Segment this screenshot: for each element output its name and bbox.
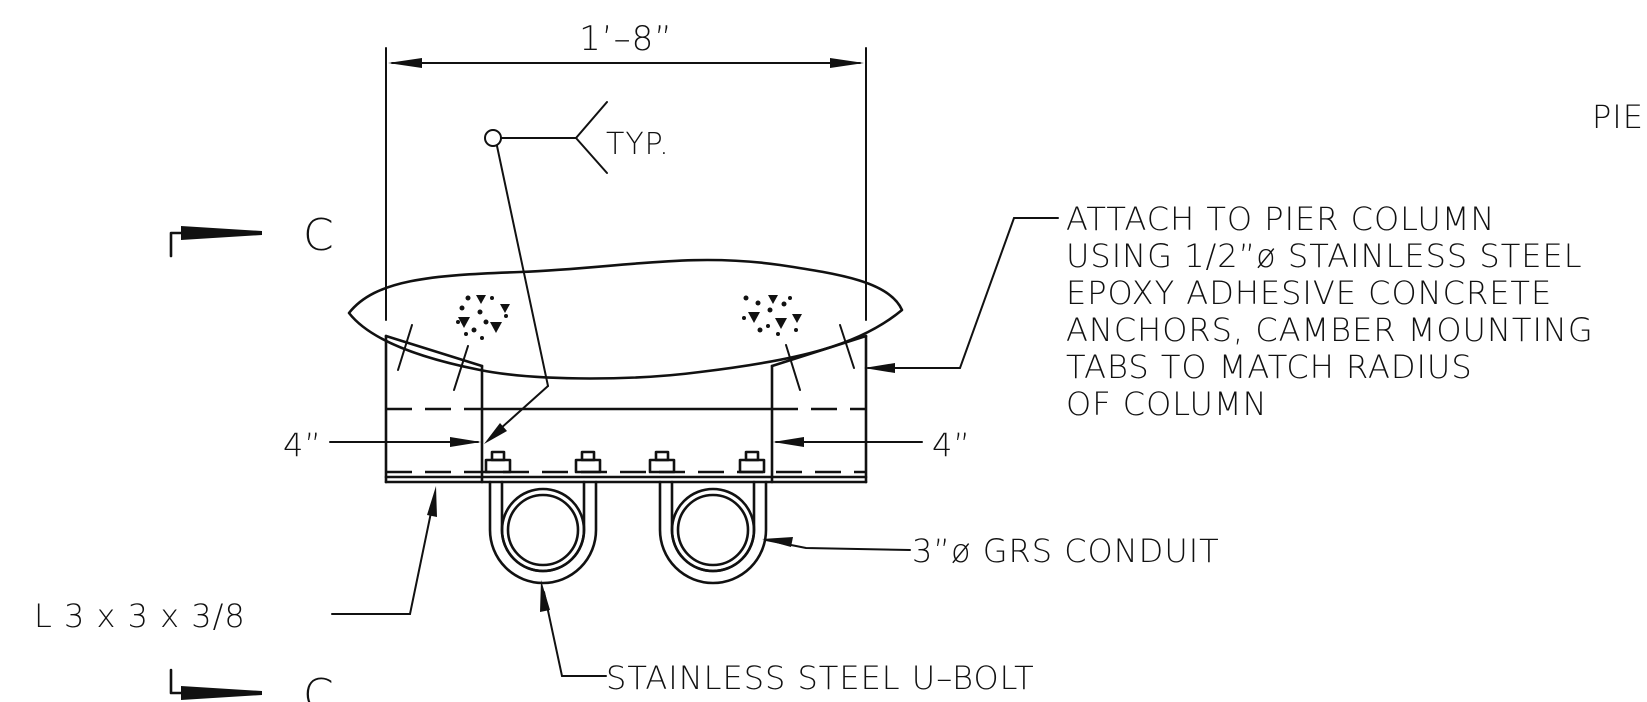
- u-bolt-nuts: [484, 450, 766, 474]
- left-offset-dimension: 4”: [283, 426, 481, 464]
- attach-note-line-6: OF COLUMN: [1066, 385, 1268, 423]
- left-offset-label: 4”: [283, 426, 322, 464]
- section-marker-top-letter: C: [303, 210, 335, 261]
- nut-2: [574, 450, 602, 474]
- nut-4: [738, 450, 766, 474]
- attach-note: ATTACH TO PIER COLUMN USING 1/2”ø STAINL…: [864, 200, 1594, 423]
- attach-note-line-4: ANCHORS, CAMBER MOUNTING: [1066, 311, 1594, 349]
- ubolt-note-label: STAINLESS STEEL U–BOLT: [606, 659, 1035, 697]
- attach-note-line-1: ATTACH TO PIER COLUMN: [1066, 200, 1495, 238]
- attach-note-line-2: USING 1/2”ø STAINLESS STEEL: [1066, 237, 1583, 275]
- mounting-tab-left: [384, 324, 484, 484]
- weld-typ-label: TYP.: [606, 127, 670, 162]
- overall-width-label: 1’–8”: [579, 19, 673, 59]
- attach-note-line-5: TABS TO MATCH RADIUS: [1066, 348, 1473, 386]
- pier-heading: PIER: [1592, 98, 1647, 136]
- concrete-stipple-right: [742, 295, 802, 336]
- mounting-tab-right: [770, 324, 868, 484]
- angle-note: L 3 x 3 x 3/8: [34, 486, 437, 635]
- nut-3: [648, 450, 676, 474]
- nut-1: [484, 450, 512, 474]
- pier-column-section: [347, 258, 904, 380]
- section-marker-bottom-letter: C: [303, 670, 335, 702]
- attach-note-line-3: EPOXY ADHESIVE CONCRETE: [1066, 274, 1552, 312]
- conduit-note-label: 3”ø GRS CONDUIT: [912, 532, 1220, 570]
- conduit-left: [488, 480, 598, 585]
- weld-symbol: TYP.: [484, 101, 670, 444]
- concrete-stipple-left: [456, 295, 510, 340]
- steel-angle-assembly: [384, 407, 868, 484]
- conduit-note: 3”ø GRS CONDUIT: [762, 532, 1220, 570]
- section-marker-bottom: C: [169, 668, 335, 702]
- angle-note-label: L 3 x 3 x 3/8: [34, 597, 246, 635]
- conduit-right: [658, 480, 768, 585]
- overall-width-dimension: 1’–8”: [385, 19, 867, 321]
- ubolt-note: STAINLESS STEEL U–BOLT: [540, 580, 1035, 697]
- right-offset-dimension: 4”: [773, 426, 971, 464]
- section-marker-top: C: [169, 210, 335, 261]
- right-offset-label: 4”: [932, 426, 971, 464]
